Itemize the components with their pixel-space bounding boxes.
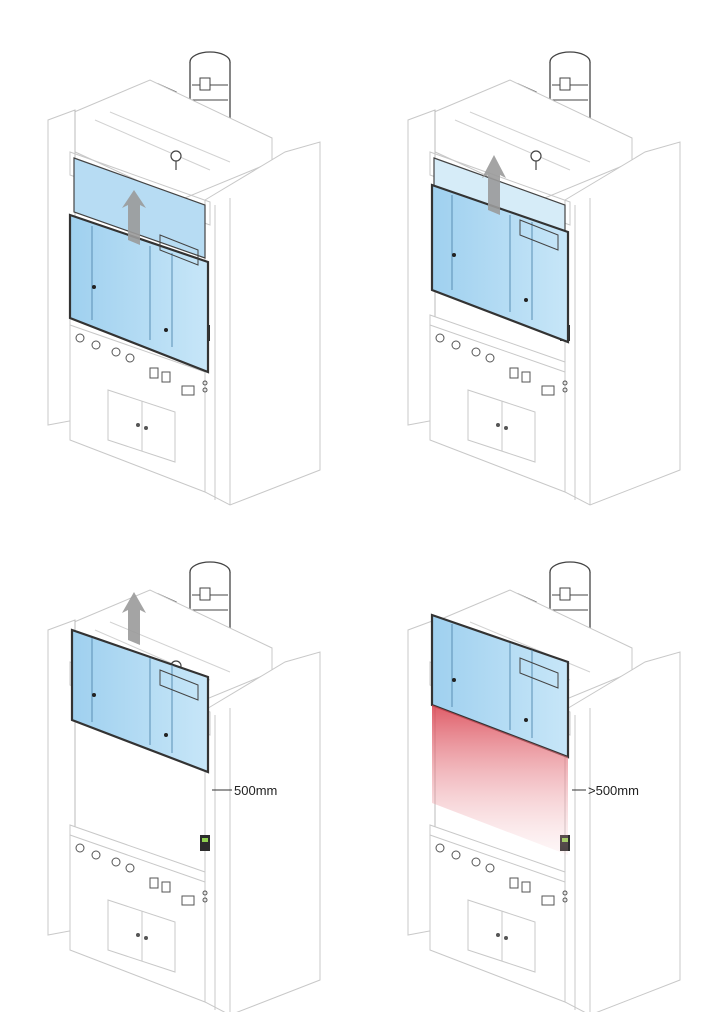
- danger-zone: [432, 705, 568, 855]
- panel-4: >500mm: [407, 561, 681, 1012]
- sash-frame: [430, 183, 570, 344]
- sash-frame: [70, 628, 210, 774]
- panel-1: [47, 51, 321, 506]
- up-arrow: [122, 592, 146, 645]
- up-arrow: [482, 155, 506, 215]
- panel-3: 500mm: [47, 561, 321, 1012]
- sash-frame: [68, 213, 210, 374]
- height-label: >500mm: [588, 783, 639, 798]
- up-arrow: [122, 190, 146, 245]
- height-label: 500mm: [234, 783, 277, 798]
- panel-2: [407, 51, 681, 506]
